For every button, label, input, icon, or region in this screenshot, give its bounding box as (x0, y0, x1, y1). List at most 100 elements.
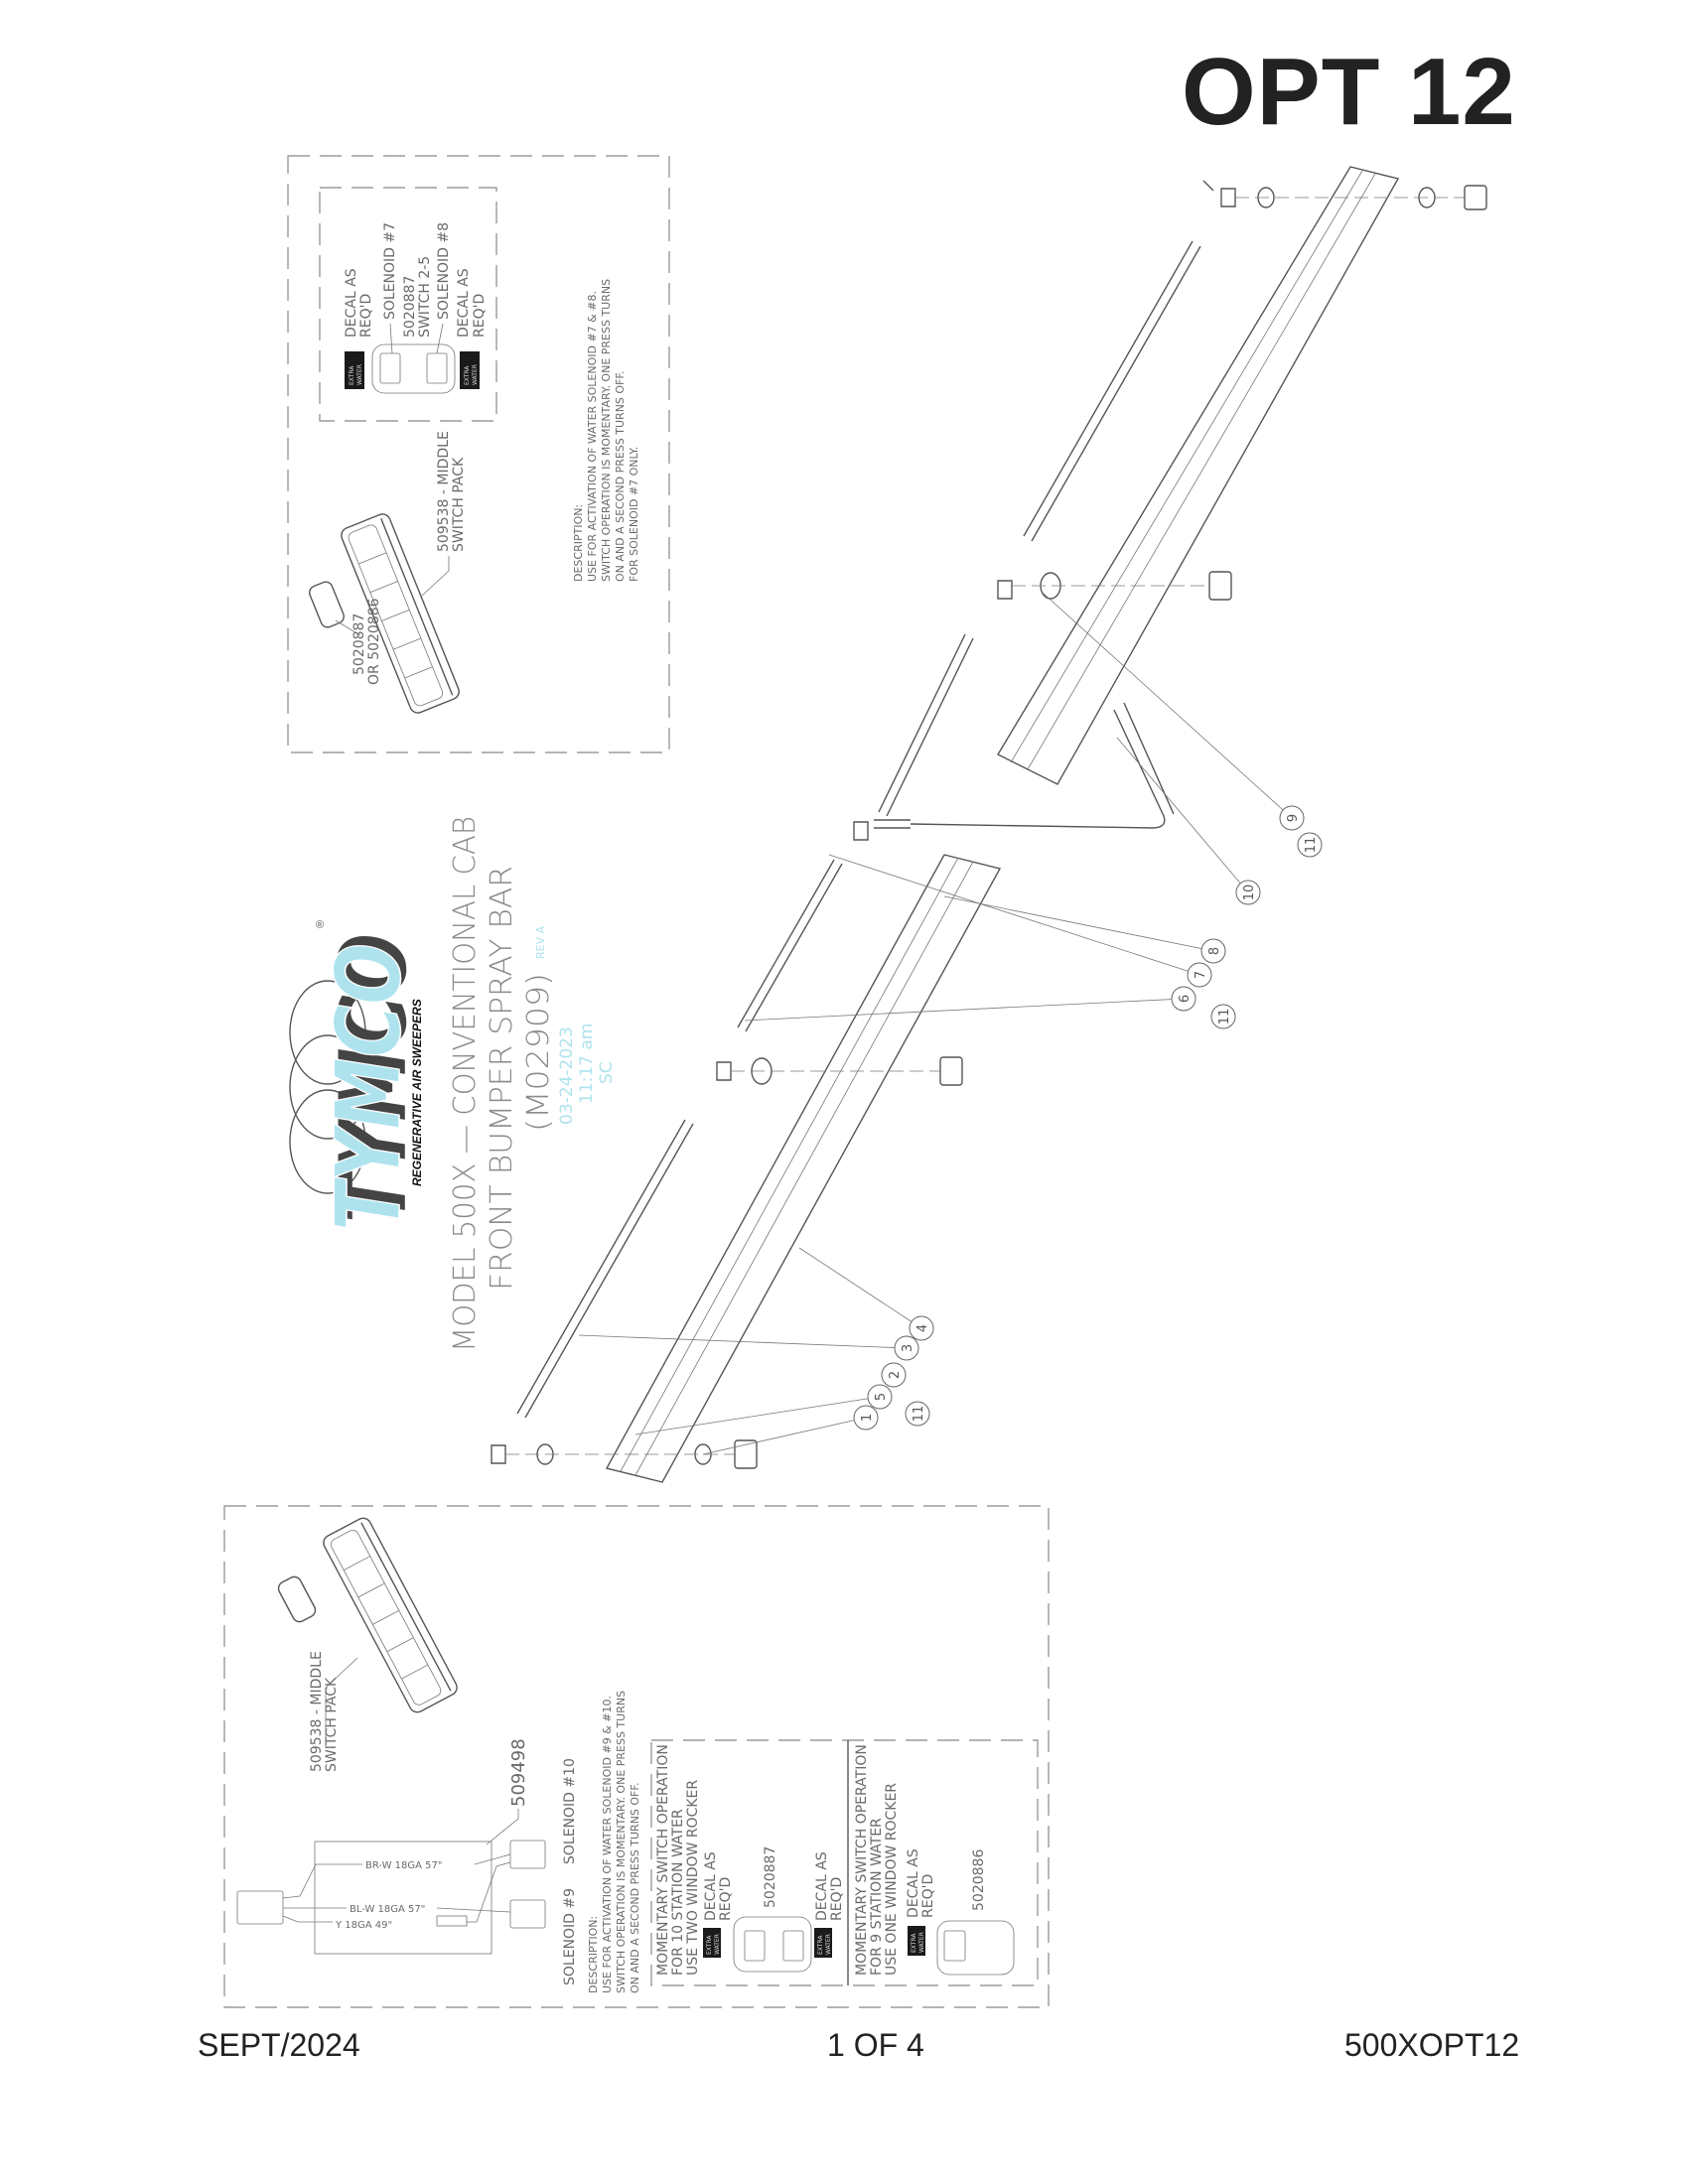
top-detail-border (287, 155, 670, 753)
decal-extra-water: EXTRA WATER (345, 351, 364, 389)
option-line: MOMENTARY SWITCH OPERATION (655, 1744, 671, 1976)
hose (878, 633, 974, 817)
wire-label: BR-W 18GA 57" (365, 1860, 443, 1871)
switch-pack-label: 509538 - MIDDLE (436, 431, 452, 552)
top-detail-panel: EXTRA WATER EXTRA WATER DECAL AS REQ'D S… (287, 155, 670, 753)
hose (737, 859, 843, 1032)
lower-spray-bar (605, 854, 1002, 1483)
rocker-cap-illustration (309, 581, 345, 628)
revision: REV A (534, 925, 547, 959)
callout-9: 9 (1279, 805, 1305, 831)
description-line: ON AND A SECOND PRESS TURNS OFF. (629, 1783, 641, 1993)
tymco-logo: TYMCO REGENERATIVE AIR SWEEPERS ® (289, 919, 424, 1232)
decal-extra-water: EXTRA WATER (703, 1928, 721, 1958)
harness-part-number: 509498 (508, 1738, 529, 1807)
description-line: SWITCH OPERATION IS MOMENTARY. ONE PRESS… (600, 279, 613, 582)
callout-2: 2 (881, 1362, 907, 1388)
callout-11: 11 (905, 1401, 930, 1427)
rocker-part-number: 5020887 (763, 1846, 778, 1908)
wire-harness (236, 1840, 546, 1929)
callout-circle (881, 1362, 907, 1388)
revision-date: 03-24-2023 (557, 1026, 577, 1125)
wire-label: BL-W 18GA 57" (350, 1904, 425, 1915)
two-window-rocker (733, 1916, 812, 1973)
callout-11: 11 (1210, 1004, 1236, 1029)
callout-number: 5 (874, 1393, 889, 1401)
decal-extra-water: EXTRA WATER (908, 1926, 925, 1956)
callout-number: 11 (912, 1406, 926, 1423)
decal-text: EXTRA (349, 365, 355, 385)
page-code: OPT 12 (1182, 39, 1516, 145)
decal-text: EXTRA (817, 1935, 824, 1955)
top-description: DESCRIPTION: USE FOR ACTIVATION OF WATER… (572, 279, 640, 582)
wire-label: Y 18GA 49" (335, 1920, 392, 1931)
revision-time: 11:17 am (577, 1024, 597, 1104)
drawing-number: (M02909) (521, 973, 556, 1132)
hose (516, 1119, 694, 1419)
callout-number: 11 (1217, 1009, 1232, 1025)
callout-7: 7 (1187, 962, 1212, 988)
footer-date: SEPT/2024 (198, 2027, 360, 2063)
rocker-cap-illustration (277, 1575, 317, 1623)
registered-mark: ® (316, 919, 324, 931)
option-9-station: MOMENTARY SWITCH OPERATION FOR 9 STATION… (854, 1744, 1015, 1976)
switch-position: SWITCH 2-5 (417, 256, 433, 338)
decal-label: DECAL AS (906, 1848, 921, 1918)
callout-number: 8 (1207, 947, 1222, 955)
callout-3: 3 (894, 1335, 919, 1361)
callout-number: 1 (860, 1414, 875, 1422)
top-switch-layout-box (319, 187, 497, 422)
description-line: USE FOR ACTIVATION OF WATER SOLENOID #7 … (586, 291, 599, 582)
callout-circle (1200, 938, 1226, 964)
decal-text: EXTRA (911, 1933, 917, 1953)
option-10-station: MOMENTARY SWITCH OPERATION FOR 10 STATIO… (655, 1744, 845, 1976)
decal-extra-water: EXTRA WATER (814, 1928, 832, 1958)
decal-text: EXTRA (464, 365, 471, 385)
callout-5: 5 (867, 1384, 893, 1410)
switch-pack-illustration (323, 1517, 458, 1713)
option-line: USE TWO WINDOW ROCKER (685, 1780, 701, 1976)
callout-circle (853, 1405, 879, 1431)
callout-4: 4 (909, 1315, 934, 1341)
description-line: ON AND A SECOND PRESS TURNS OFF. (614, 371, 627, 582)
switch-part-number: 5020887 (402, 276, 418, 338)
callout-number: 4 (915, 1324, 930, 1332)
decal-label: DECAL AS (703, 1851, 719, 1921)
option-line: FOR 9 STATION WATER (869, 1818, 885, 1976)
callout-circle (1235, 880, 1261, 905)
callout-circle (905, 1401, 930, 1427)
title-block: MODEL 500X — CONVENTIONAL CAB FRONT BUMP… (448, 816, 617, 1352)
title-line-2: FRONT BUMPER SPRAY BAR (485, 866, 519, 1291)
logo-tagline: REGENERATIVE AIR SWEEPERS (410, 999, 424, 1186)
decal-text: EXTRA (706, 1935, 713, 1955)
decal-text: WATER (825, 1934, 832, 1955)
callout-11: 11 (1297, 832, 1323, 858)
switch-pack-illustration (341, 513, 460, 714)
logo-brand: TYMCO (317, 943, 421, 1231)
callout-8: 8 (1200, 938, 1226, 964)
decal-options-table (650, 1739, 1039, 1986)
callout-circle (909, 1315, 934, 1341)
rocker-part-number: 5020886 (971, 1849, 987, 1911)
switch-pack-label: SWITCH PACK (451, 457, 467, 552)
decal-label: DECAL AS (456, 268, 472, 338)
callout-number: 2 (888, 1371, 903, 1379)
decal-label: DECAL AS (344, 268, 359, 338)
decal-label: REQ'D (920, 1874, 936, 1918)
leader-lines (578, 592, 1293, 1455)
decal-label: REQ'D (472, 294, 488, 338)
solenoid-10-label: SOLENOID #10 (562, 1758, 578, 1864)
two-window-rocker (371, 343, 456, 394)
switch-pack-label: 509538 - MIDDLE (309, 1651, 325, 1772)
description-line: USE FOR ACTIVATION OF WATER SOLENOID #9 … (601, 1696, 614, 1993)
callout-circle (1297, 832, 1323, 858)
description-line: FOR SOLENOID #7 ONLY. (628, 447, 640, 582)
rocker-part-number: 5020887 (352, 614, 367, 675)
decal-label: DECAL AS (814, 1851, 830, 1921)
callout-number: 3 (901, 1344, 915, 1352)
decal-label: REQ'D (358, 294, 374, 338)
callout-number: 11 (1304, 837, 1319, 854)
callout-circle (1279, 805, 1305, 831)
